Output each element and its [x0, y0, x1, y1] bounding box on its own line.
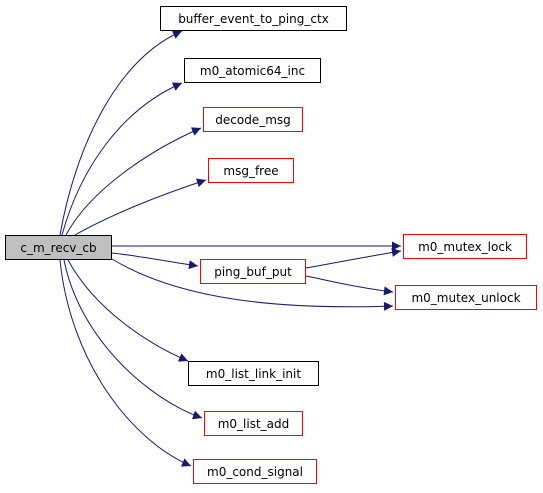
edge-ping-buf-put-to-mutex-lock	[305, 247, 402, 269]
edge-root-to-list-add	[63, 259, 203, 420]
node-m0-atomic64-inc[interactable]: m0_atomic64_inc	[184, 58, 321, 83]
node-m0-mutex-lock[interactable]: m0_mutex_lock	[403, 234, 527, 259]
edge-root-to-ping-buf-put	[111, 252, 199, 270]
node-m0-list-link-init[interactable]: m0_list_link_init	[188, 361, 319, 386]
node-ping-buf-put[interactable]: ping_buf_put	[200, 259, 306, 284]
node-m0-list-add[interactable]: m0_list_add	[204, 411, 303, 436]
node-m0-cond-signal[interactable]: m0_cond_signal	[193, 459, 317, 484]
edge-root-to-decode-msg	[65, 127, 202, 236]
edge-root-to-list-link-init	[67, 259, 189, 362]
node-buffer-event-to-ping-ctx[interactable]: buffer_event_to_ping_ctx	[160, 6, 347, 31]
node-m0-mutex-unlock[interactable]: m0_mutex_unlock	[395, 285, 537, 310]
edge-root-to-buffer-event	[59, 30, 183, 236]
node-decode-msg[interactable]: decode_msg	[203, 107, 303, 132]
node-msg-free[interactable]: msg_free	[208, 158, 294, 183]
edge-root-to-mutex-unlock	[111, 258, 394, 311]
edge-root-to-msg-free	[74, 178, 207, 236]
edge-root-to-cond-signal	[59, 259, 192, 467]
call-edges	[59, 30, 402, 467]
edge-root-to-atomic-inc	[61, 82, 183, 236]
edge-ping-buf-put-to-mutex-unlock	[305, 275, 394, 296]
node-c-m-recv-cb[interactable]: c_m_recv_cb	[5, 235, 112, 260]
